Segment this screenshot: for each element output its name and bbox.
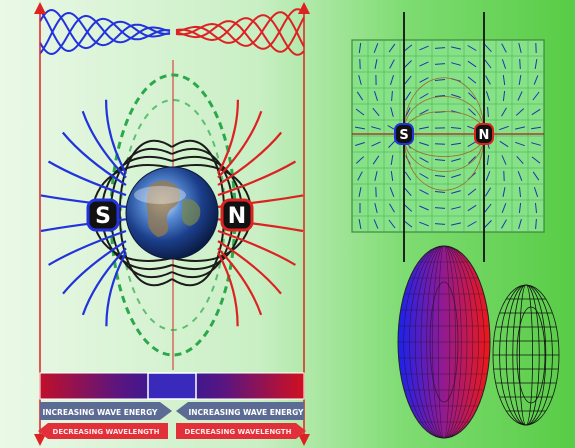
north-pole-label: N (228, 204, 246, 229)
red-radiating-lines (217, 99, 304, 327)
energy-arrow-right: INCREASING WAVE ENERGY (176, 402, 304, 420)
wireframe-torus (492, 284, 560, 426)
energy-label-left: INCREASING WAVE ENERGY (42, 408, 158, 417)
wavelength-arrow-left: DECREASING WAVELENGTH (38, 423, 168, 439)
blue-helix-wave (39, 8, 171, 56)
colored-torus (397, 245, 491, 439)
wavelength-arrow-right: DECREASING WAVELENGTH (176, 423, 306, 439)
spectrum-bar (39, 372, 305, 400)
wavelength-label-right: DECREASING WAVELENGTH (185, 428, 292, 436)
vector-field-inset: S N (351, 12, 545, 262)
inset-south-badge: S (394, 123, 414, 145)
inset-south-label: S (399, 128, 408, 143)
inset-north-label: N (479, 128, 490, 143)
blue-radiating-lines (40, 99, 127, 327)
energy-arrow-left: INCREASING WAVE ENERGY (40, 402, 172, 420)
energy-label-right: INCREASING WAVE ENERGY (188, 408, 304, 417)
wavelength-label-left: DECREASING WAVELENGTH (53, 428, 160, 436)
south-pole-badge: S (86, 198, 120, 232)
earth-globe (125, 166, 219, 260)
south-pole-label: S (95, 204, 111, 229)
inset-north-badge: N (474, 123, 494, 145)
red-helix-wave (175, 8, 305, 56)
north-pole-badge: N (220, 198, 254, 232)
